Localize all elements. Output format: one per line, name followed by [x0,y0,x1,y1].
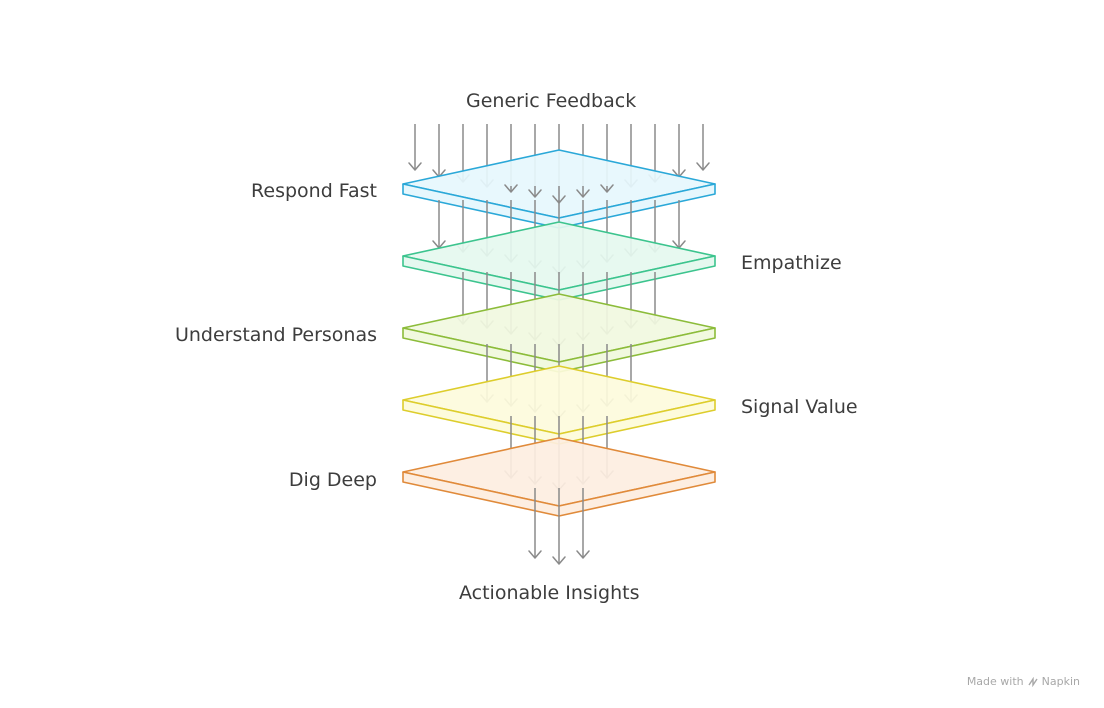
input-arrow-tip-8 [600,184,614,193]
input-label: Generic Feedback [466,90,637,112]
input-arrow-tip-4 [504,184,518,193]
input-arrow-12-head [696,162,710,171]
made-with-napkin[interactable]: Made with Napkin [967,675,1080,688]
input-arrow-tip-5 [528,186,542,198]
layer-label-empathize: Empathize [741,252,842,274]
output-label: Actionable Insights [459,582,640,604]
made-with-text: Made with [966,675,1024,688]
input-arrow-0-head [408,162,422,171]
input-arrow-tip-5-head [528,189,542,198]
layer-label-signal-value: Signal Value [741,396,858,418]
stage-0-arrow-0 [432,200,446,249]
stage-4-arrow-1-head [552,556,566,565]
input-arrow-tip-4-head [504,184,518,193]
stage-4-arrow-0 [528,488,542,559]
input-arrow-12 [696,124,710,171]
stage-4-arrow-1 [552,488,566,565]
input-arrow-tip-7 [576,186,590,198]
input-arrow-tip-8-head [600,184,614,193]
napkin-brand-text: Napkin [1041,675,1080,688]
napkin-logo-icon [1028,676,1038,687]
input-arrow-0 [408,124,422,171]
layer-label-respond-fast: Respond Fast [251,180,377,202]
stage-4-arrow-2 [576,488,590,559]
layer-label-dig-deep: Dig Deep [288,469,377,491]
stage-4-arrow-2-head [576,550,590,559]
input-arrow-11 [672,124,686,178]
stage-0-arrow-10 [672,200,686,249]
input-arrow-1 [432,124,446,178]
stage-4-arrow-0-head [528,550,542,559]
input-arrow-tip-7-head [576,189,590,198]
layer-label-understand-personas: Understand Personas [174,324,377,346]
